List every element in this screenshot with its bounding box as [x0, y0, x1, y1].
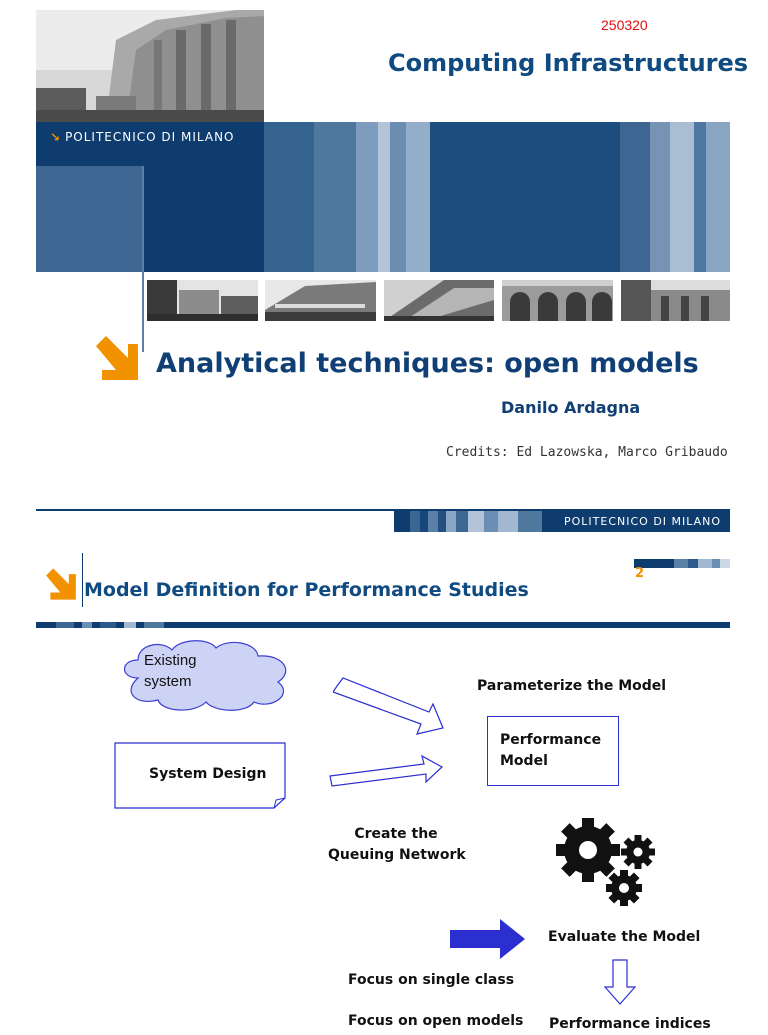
thumbnail-photo	[265, 280, 376, 321]
performance-model-label: Performance Model	[500, 732, 602, 769]
brand-label: ↘POLITECNICO DI MILANO	[50, 130, 235, 144]
course-title: Computing Infrastructures	[388, 49, 749, 77]
slide2-header-strip	[394, 511, 730, 532]
system-design-document	[114, 742, 288, 814]
hollow-arrow-bottom	[328, 752, 444, 794]
hollow-down-arrow	[603, 959, 637, 1009]
focus-open-models-label: Focus on open models	[348, 1013, 524, 1029]
gears-icon	[556, 816, 660, 912]
slide2-title: Model Definition for Performance Studies	[84, 579, 529, 601]
parameterize-label: Parameterize the Model	[477, 678, 667, 694]
thumbnail-photo	[502, 280, 613, 321]
credits-text: Credits: Ed Lazowska, Marco Gribaudo	[446, 445, 728, 460]
system-design-label: System Design	[149, 766, 267, 782]
orange-arrow-icon	[44, 567, 78, 605]
performance-model-box	[487, 716, 619, 786]
band-block	[36, 166, 142, 272]
header-band	[36, 122, 730, 272]
slide-code: 250320	[601, 17, 648, 33]
performance-indices-label: Performance indices	[549, 1016, 711, 1032]
solid-blue-arrow	[450, 919, 526, 963]
existing-system-label: Existing system	[144, 652, 197, 690]
hollow-arrow-top	[332, 676, 445, 742]
focus-single-class-label: Focus on single class	[348, 972, 515, 988]
brand-arrow-icon: ↘	[50, 130, 62, 144]
author-name: Danilo Ardagna	[501, 398, 641, 417]
slide2-divider-line	[82, 553, 83, 607]
orange-arrow-icon	[94, 334, 140, 386]
create-network-label: Create the Queuing Network	[328, 826, 466, 863]
building-photo	[36, 10, 264, 122]
evaluate-label: Evaluate the Model	[548, 929, 701, 945]
thumbnail-photo	[621, 280, 730, 321]
slide2-brand-label: POLITECNICO DI MILANO	[564, 515, 722, 528]
slide2-top-rule	[36, 509, 730, 511]
thumbnail-photo	[384, 280, 494, 321]
lecture-title: Analytical techniques: open models	[156, 348, 699, 379]
divider-line	[142, 166, 144, 352]
slide2-title-rule	[36, 613, 730, 628]
thumbnail-photo	[147, 280, 258, 321]
slide2-corner-strip	[634, 553, 730, 568]
existing-system-cloud	[118, 638, 294, 716]
slide-number: 2	[635, 566, 645, 581]
